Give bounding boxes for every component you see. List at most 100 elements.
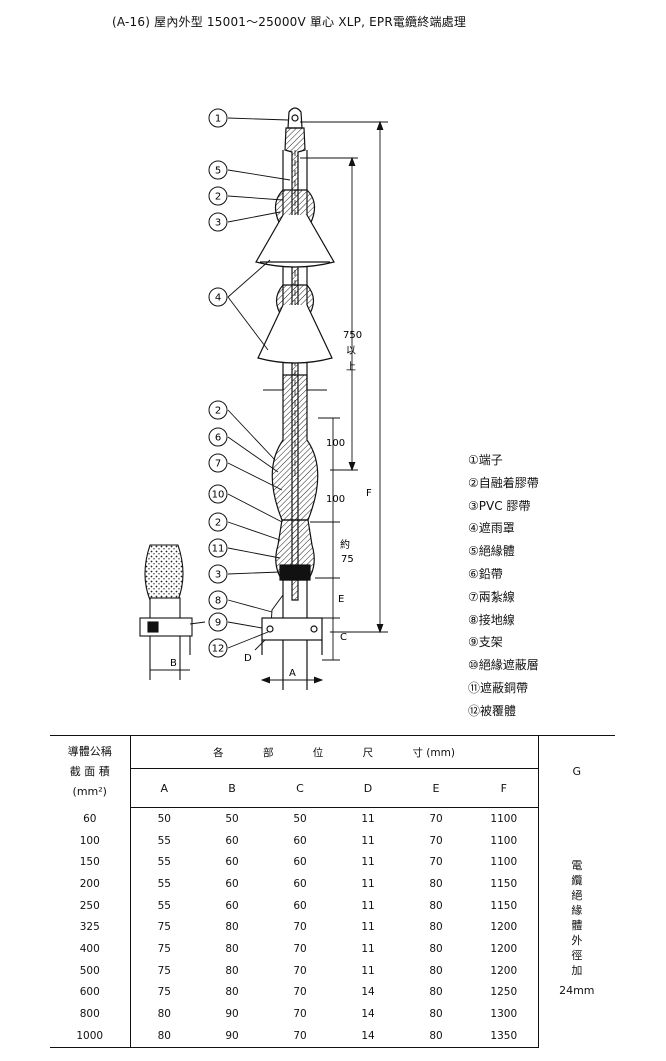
column-header-d: D <box>334 768 402 808</box>
g-column-note: 電纜絕緣體外徑加 24mm <box>537 807 616 1048</box>
callout-circle <box>208 427 228 447</box>
callout-number: 3 <box>215 218 221 229</box>
cell-c: 70 <box>293 942 307 955</box>
length-750-label: 750 <box>343 330 362 341</box>
cell-size: 800 <box>50 1003 131 1025</box>
cell-f: 1200 <box>490 964 518 977</box>
cell-c: 60 <box>293 834 307 847</box>
dim-100-second: 100 <box>326 494 345 505</box>
cell-a: 55 <box>157 877 171 890</box>
cell-size: 600 <box>50 981 131 1004</box>
cell-size: 400 <box>50 938 131 960</box>
legend-item-8: ⑧接地線 <box>468 612 515 627</box>
column-header-f: F <box>470 768 539 808</box>
cell-f: 1100 <box>490 812 518 825</box>
span-word-4: 尺 <box>362 746 374 759</box>
cell-f: 1300 <box>490 1008 518 1021</box>
cell-b: 80 <box>225 964 239 977</box>
cell-a: 55 <box>157 856 171 869</box>
cell-c: 70 <box>293 986 307 999</box>
b-dimension-label: B <box>170 658 177 669</box>
dim-75-label: 75 <box>341 554 354 565</box>
cell-e: 80 <box>429 899 443 912</box>
e-dimension-label: E <box>338 594 344 605</box>
support-bracket <box>261 617 323 641</box>
cell-f: 1100 <box>490 834 518 847</box>
rain-shed-2 <box>257 304 333 364</box>
cell-e: 70 <box>429 856 443 869</box>
rain-shed-1 <box>255 214 335 268</box>
cable-termination-drawing: F 750 以 上 100 100 約 75 E C A B D 1523426… <box>139 107 388 690</box>
column-header-e: E <box>402 768 470 808</box>
cell-d: 14 <box>334 1024 402 1048</box>
cell-a: 55 <box>157 834 171 847</box>
cell-a: 55 <box>157 899 171 912</box>
cell-b: 90 <box>225 1008 239 1021</box>
cell-c: 70 <box>293 921 307 934</box>
callout-circle <box>208 564 228 584</box>
callout-number: 1 <box>215 114 221 125</box>
callout-number: 6 <box>215 433 221 444</box>
cell-e: 70 <box>429 812 443 825</box>
c-dimension-label: C <box>340 632 347 643</box>
callout-number: 8 <box>215 596 221 607</box>
cell-e: 70 <box>429 834 443 847</box>
legend-item-5: ⑤絕緣體 <box>468 544 515 559</box>
cell-size: 250 <box>50 894 131 917</box>
d-dimension-label: D <box>244 653 252 664</box>
cell-e: 80 <box>429 877 443 890</box>
legend-item-3: ③PVC 膠帶 <box>468 498 531 513</box>
callout-number: 7 <box>215 459 221 470</box>
cell-b: 90 <box>198 1024 266 1048</box>
g-note-value: 24mm <box>559 983 595 997</box>
callout-number: 11 <box>212 544 225 555</box>
callout-circle <box>208 638 228 658</box>
callout-number: 4 <box>215 293 221 304</box>
cell-c: 60 <box>293 877 307 890</box>
cell-size: 1000 <box>50 1024 131 1048</box>
callout-number: 3 <box>215 570 221 581</box>
legend-item-4: ④遮雨罩 <box>468 521 515 536</box>
cell-f: 1200 <box>490 921 518 934</box>
callout-circle <box>208 612 228 632</box>
g-note-vertical: 電纜絕緣體外徑加 <box>571 858 583 977</box>
cell-d: 11 <box>361 856 375 869</box>
legend-item-9: ⑨支架 <box>468 635 503 650</box>
cell-d: 11 <box>361 877 375 890</box>
cell-e: 80 <box>429 942 443 955</box>
callout-number: 2 <box>215 518 221 529</box>
column-header-c: C <box>266 768 334 808</box>
cell-d: 11 <box>361 834 375 847</box>
callout-circle <box>208 400 228 420</box>
cable-body <box>255 107 335 690</box>
legend-item-7: ⑦兩紮線 <box>468 589 515 604</box>
page-title: (A-16) 屋內外型 15001～25000V 單心 XLP, EPR電纜終端… <box>112 15 467 29</box>
cell-b: 80 <box>225 986 239 999</box>
a-dimension-label: A <box>289 668 296 679</box>
cell-a: 75 <box>157 942 171 955</box>
callout-number: 2 <box>215 192 221 203</box>
header-line-3: (mm²) <box>72 784 107 798</box>
span-word-3: 位 <box>312 746 324 759</box>
cell-b: 60 <box>225 834 239 847</box>
cell-d: 11 <box>361 921 375 934</box>
cell-c: 70 <box>266 1024 334 1048</box>
callout-circle <box>208 160 228 180</box>
cell-e: 80 <box>429 964 443 977</box>
cell-a: 80 <box>130 1024 198 1048</box>
callout-circle <box>208 212 228 232</box>
legend-item-1: ①端子 <box>468 453 503 467</box>
cell-f: 1250 <box>490 986 518 999</box>
cell-a: 80 <box>157 1008 171 1021</box>
callout-number: 12 <box>212 644 225 655</box>
callout-circle <box>208 484 228 504</box>
